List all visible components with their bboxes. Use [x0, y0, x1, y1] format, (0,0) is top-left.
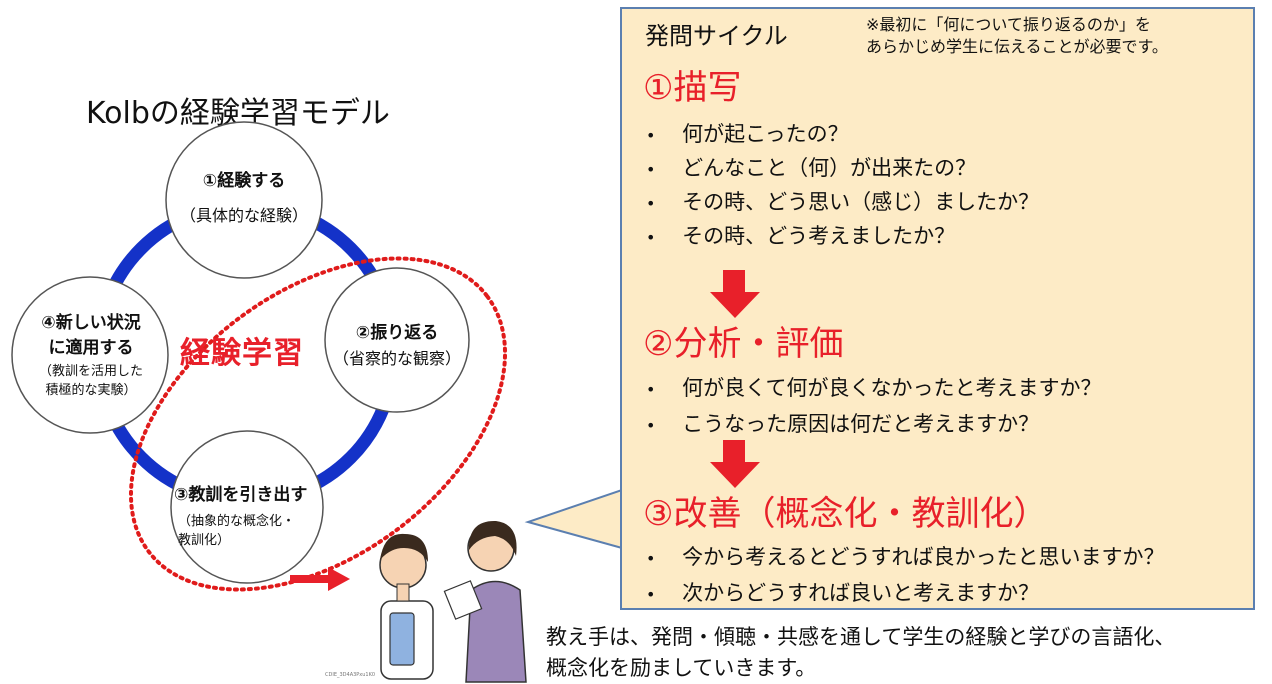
node-apply: ④新しい状況 に適用する （教訓を活用した 積極的な実験） — [16, 308, 166, 398]
teacher-illustration — [443, 520, 527, 683]
experiential-learning-label: 経験学習 — [180, 336, 304, 371]
node-apply-title-1: ④新しい状況 — [41, 313, 141, 333]
bullet-dot: • — [646, 585, 656, 604]
node-conceptualize: ③教訓を引き出す （抽象的な概念化・ 教訓化） — [174, 480, 324, 548]
bullet-dot: • — [646, 380, 656, 399]
question-cycle-title: 発問サイクル — [645, 22, 788, 50]
preface-note: ※最初に「何について振り返るのか」を あらかじめ学生に伝えることが必要です。 — [866, 14, 1168, 58]
question-item: • こうなった原因は何だと考えますか？ — [646, 408, 1102, 444]
node-experience: ①経験する （具体的な経験） — [166, 166, 322, 226]
question-item: • 今から考えるとどうすれば良かったと思いますか？ — [646, 541, 1165, 577]
bullet-dot: • — [646, 228, 656, 247]
question-item: • その時、どう考えましたか？ — [646, 220, 1039, 254]
down-arrow-1 — [710, 270, 760, 318]
preface-note-line-2: あらかじめ学生に伝えることが必要です。 — [866, 37, 1168, 56]
question-text: こうなった原因は何だと考えますか？ — [682, 412, 1040, 436]
teacher-caption-line-2: 概念化を励ましていきます。 — [546, 656, 817, 680]
question-text: 何が良くて何が良くなかったと考えますか？ — [682, 376, 1102, 400]
question-item: • どんなこと（何）が出来たの？ — [646, 152, 1039, 186]
node-circle-apply — [11, 276, 169, 434]
bullet-dot: • — [646, 126, 656, 145]
node-conceptualize-sub-1: （抽象的な概念化・ — [178, 514, 296, 529]
node-circle-experience — [165, 121, 323, 279]
question-text: 今から考えるとどうすれば良かったと思いますか？ — [682, 545, 1165, 569]
node-conceptualize-sub-2: 教訓化） — [178, 533, 231, 548]
node-reflect: ②振り返る （省察的な観察） — [325, 318, 469, 369]
node-apply-title-2: に適用する — [48, 338, 134, 358]
kolb-cycle-diagram — [11, 121, 620, 683]
question-text: 次からどうすれば良いと考えますか？ — [682, 581, 1040, 605]
teacher-caption: 教え手は、発問・傾聴・共感を通して学生の経験と学びの言語化、 概念化を励ましてい… — [546, 622, 1175, 684]
question-text: 何が起こったの？ — [682, 122, 849, 146]
question-text: その時、どう考えましたか？ — [682, 224, 956, 248]
step-analyze-title: ②分析・評価 — [643, 324, 844, 364]
question-text: その時、どう思い（感じ）ましたか？ — [682, 190, 1040, 214]
student-illustration — [379, 533, 434, 680]
step-describe-questions: • 何が起こったの？ • どんなこと（何）が出来たの？ • その時、どう思い（感… — [646, 118, 1039, 254]
bullet-dot: • — [646, 416, 656, 435]
step-describe-title: ①描写 — [643, 68, 742, 108]
question-item: • 次からどうすれば良いと考えますか？ — [646, 577, 1165, 613]
question-item: • その時、どう思い（感じ）ましたか？ — [646, 186, 1039, 220]
node-conceptualize-title: ③教訓を引き出す — [174, 485, 308, 505]
question-cycle-callout — [620, 7, 1255, 610]
question-item: • 何が起こったの？ — [646, 118, 1039, 152]
down-arrow-2 — [710, 440, 760, 488]
node-apply-sub-1: （教訓を活用した — [38, 364, 143, 379]
node-circle-conceptualize — [170, 430, 324, 584]
node-circle-reflect — [324, 267, 470, 413]
node-reflect-sub: （省察的な観察） — [332, 349, 461, 368]
step-analyze-questions: • 何が良くて何が良くなかったと考えますか？ • こうなった原因は何だと考えます… — [646, 372, 1102, 444]
node-reflect-title: ②振り返る — [355, 323, 439, 343]
bullet-dot: • — [646, 549, 656, 568]
question-item: • 何が良くて何が良くなかったと考えますか？ — [646, 372, 1102, 408]
callout-tail — [524, 489, 620, 549]
preface-note-line-1: ※最初に「何について振り返るのか」を — [866, 15, 1151, 34]
question-text: どんなこと（何）が出来たの？ — [682, 156, 977, 180]
learning-highlight-ellipse — [128, 256, 508, 592]
bullet-dot: • — [646, 160, 656, 179]
node-experience-title: ①経験する — [202, 171, 286, 191]
arrow-to-students — [290, 567, 350, 591]
bullet-dot: • — [646, 194, 656, 213]
image-credit: CDIE_3D4A3Pxu1K0 — [325, 672, 376, 678]
teacher-caption-line-1: 教え手は、発問・傾聴・共感を通して学生の経験と学びの言語化、 — [546, 625, 1176, 649]
node-apply-sub-2: 積極的な実験） — [45, 383, 137, 398]
step-improve-title: ③改善（概念化・教訓化） — [643, 494, 1048, 534]
step-improve-questions: • 今から考えるとどうすれば良かったと思いますか？ • 次からどうすれば良いと考… — [646, 541, 1165, 613]
node-experience-sub: （具体的な経験） — [179, 206, 308, 225]
